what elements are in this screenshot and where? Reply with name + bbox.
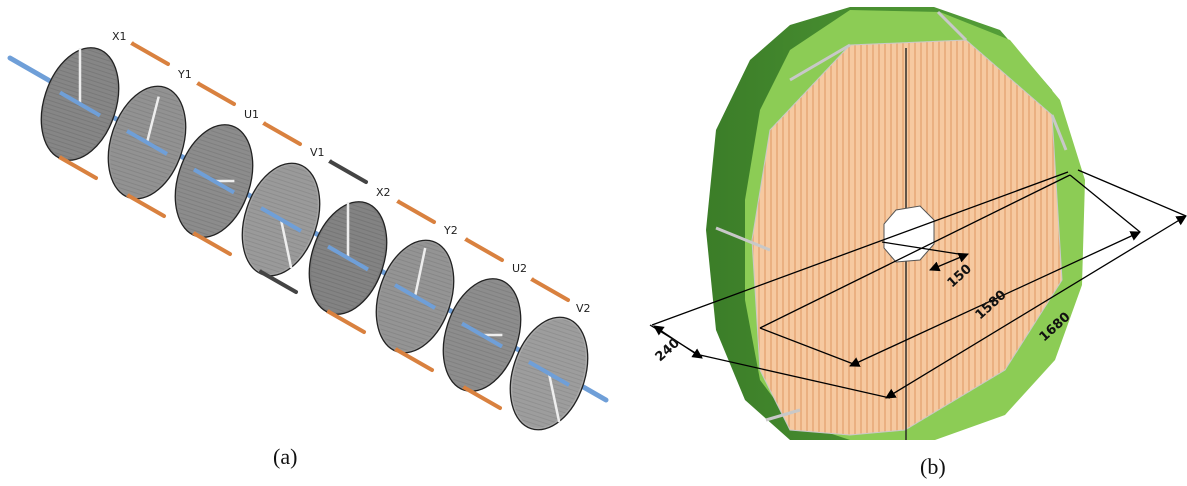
detector-plane-y2 (375, 239, 455, 354)
plane-label-y1: Y1 (177, 68, 192, 81)
caption-b: (b) (920, 454, 946, 479)
dim-label-240: 240 (653, 336, 683, 365)
detector-plane-u2 (442, 278, 522, 392)
frame-segment-line (789, 43, 851, 82)
detector-planes (40, 47, 589, 431)
flow-arrow (394, 347, 434, 372)
flow-arrow (262, 121, 302, 146)
plane-label-x2: X2 (376, 186, 391, 199)
detector-plane-y1 (107, 85, 187, 200)
frame-segment-line (715, 226, 771, 252)
caption-a: (a) (273, 444, 297, 469)
detector-plane-v1 (241, 162, 321, 277)
flow-arrow (126, 193, 166, 218)
flow-arrow (326, 309, 366, 334)
flow-arrow (328, 159, 368, 184)
dim-240-line (653, 325, 703, 359)
detector-plane-u1 (174, 124, 254, 238)
frame-segment-line (936, 10, 968, 42)
flow-arrow (196, 81, 236, 106)
flow-arrows (58, 41, 570, 410)
dimension-lines (649, 169, 1187, 399)
plane-label-u2: U2 (512, 262, 527, 275)
flow-arrow (396, 199, 436, 224)
frame-segment-line (765, 408, 801, 422)
panel-a-exploded-view: X1 Y1 U1 V1 X2 Y2 U2 V2 (a) (7, 30, 609, 469)
detector-plane-v2 (509, 316, 589, 431)
flow-arrow (462, 385, 502, 410)
plane-label-u1: U1 (244, 108, 259, 121)
plane-label-v1: V1 (310, 146, 325, 159)
detector-plane-x1 (40, 47, 120, 161)
plane-label-y2: Y2 (443, 224, 458, 237)
plane-label-x1: X1 (112, 30, 127, 43)
plane-label-v2: V2 (576, 302, 591, 315)
flow-arrow (530, 277, 570, 302)
flow-arrow (130, 41, 170, 66)
flow-arrow (464, 237, 504, 262)
flow-arrow (58, 155, 98, 180)
frame-segment-line (1050, 114, 1068, 151)
panel-b-module: 150 1580 1680 240 (b) (649, 7, 1187, 479)
flow-arrow (192, 231, 232, 256)
dim-1680-line (885, 215, 1187, 399)
flow-arrow (258, 269, 298, 294)
